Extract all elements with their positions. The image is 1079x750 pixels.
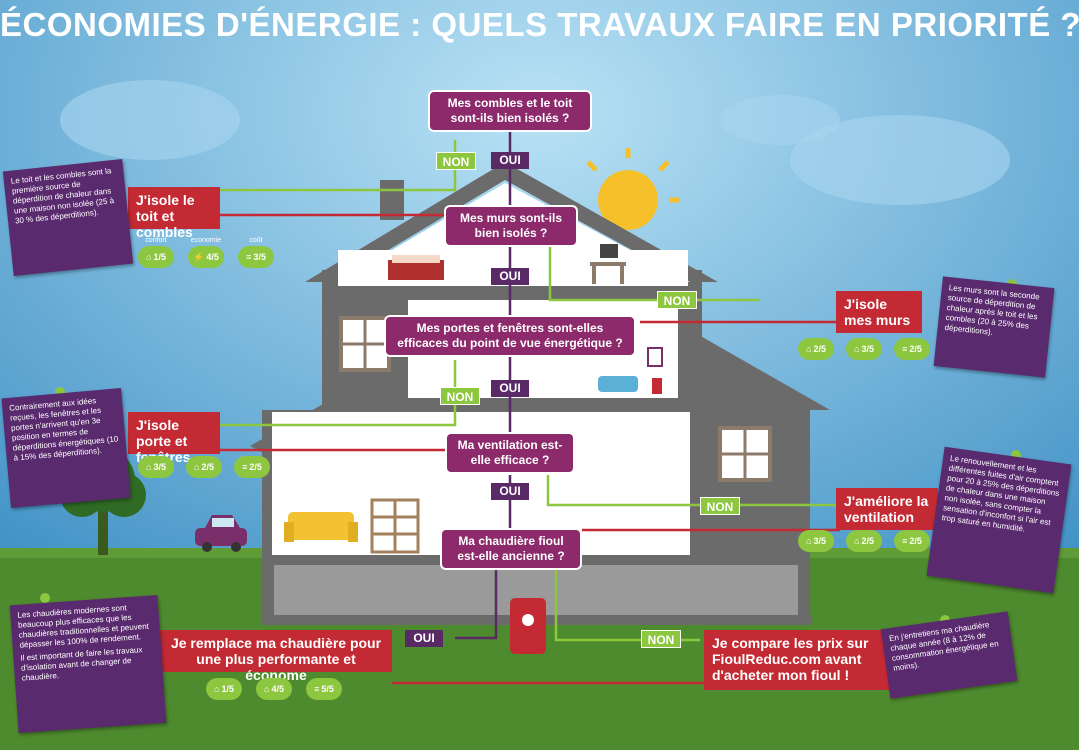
action-chaudiere: Je remplace ma chaudière pour une plus p…	[160, 630, 392, 683]
badge-confort-portes: ⌂3/5	[138, 456, 174, 478]
bed-icon	[388, 255, 444, 280]
oui-label-2: OUI	[491, 268, 529, 285]
action-compare-prix: Je compare les prix sur FioulReduc.com a…	[704, 630, 898, 690]
sofa-small-icon: ⌂	[146, 252, 152, 262]
question-murs: Mes murs sont-ils bien isolés ?	[444, 205, 578, 247]
note-chaudiere: Les chaudières modernes sont beaucoup pl…	[9, 594, 167, 734]
oui-label-4: OUI	[491, 483, 529, 500]
badge-label-confort: confort	[145, 237, 167, 244]
question-chaudiere: Ma chaudière fioul est-elle ancienne ?	[440, 528, 582, 570]
badge-economie-murs: ⌂3/5	[846, 338, 882, 360]
non-label-3: NON	[440, 387, 480, 405]
action-portes: J'isole porte et fenêtres	[128, 412, 220, 465]
badge-cout-toit: ≡3/5	[238, 246, 274, 268]
non-label-1: NON	[436, 152, 476, 170]
badge-confort-ventilation: ⌂3/5	[798, 530, 834, 552]
badge-confort-toit: ⌂1/5	[138, 246, 174, 268]
note-portes: Contrairement aux idées reçues, les fenê…	[1, 387, 131, 509]
boiler-icon	[510, 598, 546, 654]
badge-cout-ventilation: ≡2/5	[894, 530, 930, 552]
badge-cout-murs: ≡2/5	[894, 338, 930, 360]
bathtub-icon	[598, 347, 663, 394]
non-label-4: NON	[700, 497, 740, 515]
badge-economie-ventilation: ⌂2/5	[846, 530, 882, 552]
oui-label-3: OUI	[491, 380, 529, 397]
note-murs: Les murs sont la seconde source de déper…	[933, 276, 1055, 378]
oui-label-1: OUI	[491, 152, 529, 169]
badge-label-economie: economie	[190, 237, 222, 244]
non-label-5: NON	[641, 630, 681, 648]
question-combles: Mes combles et le toit sont-ils bien iso…	[428, 90, 592, 132]
action-murs: J'isole mes murs	[836, 291, 922, 333]
badge-cout-chaudiere: ≡5/5	[306, 678, 342, 700]
badge-confort-chaudiere: ⌂1/5	[206, 678, 242, 700]
badge-economie-portes: ⌂2/5	[186, 456, 222, 478]
sofa-icon	[284, 512, 358, 542]
lightning-icon: ⚡	[193, 251, 205, 262]
action-toit: J'isole le toit et combles	[128, 187, 220, 240]
non-label-2: NON	[657, 291, 697, 309]
question-ventilation: Ma ventilation est-elle efficace ?	[445, 432, 575, 474]
oui-label-5: OUI	[405, 630, 443, 647]
sun-icon	[586, 148, 680, 230]
coins-icon: ≡	[246, 252, 252, 262]
shelf-icon	[370, 498, 420, 554]
note-toit: Le toit et les combles sont la première …	[2, 159, 134, 276]
badge-economie-chaudiere: ⌂4/5	[256, 678, 292, 700]
badge-confort-murs: ⌂2/5	[798, 338, 834, 360]
badge-economie-toit: ⚡4/5	[188, 246, 224, 268]
page-title: ÉCONOMIES D'ÉNERGIE : QUELS TRAVAUX FAIR…	[0, 6, 1079, 43]
question-portes-fenetres: Mes portes et fenêtres sont-elles effica…	[384, 315, 636, 357]
badge-label-cout: coût	[249, 237, 263, 244]
action-ventilation: J'améliore la ventilation	[836, 488, 938, 530]
desk-icon	[590, 244, 626, 284]
badge-cout-portes: ≡2/5	[234, 456, 270, 478]
car-icon	[195, 515, 247, 552]
note-ventilation: Le renouvellement et les différentes fui…	[926, 446, 1072, 594]
